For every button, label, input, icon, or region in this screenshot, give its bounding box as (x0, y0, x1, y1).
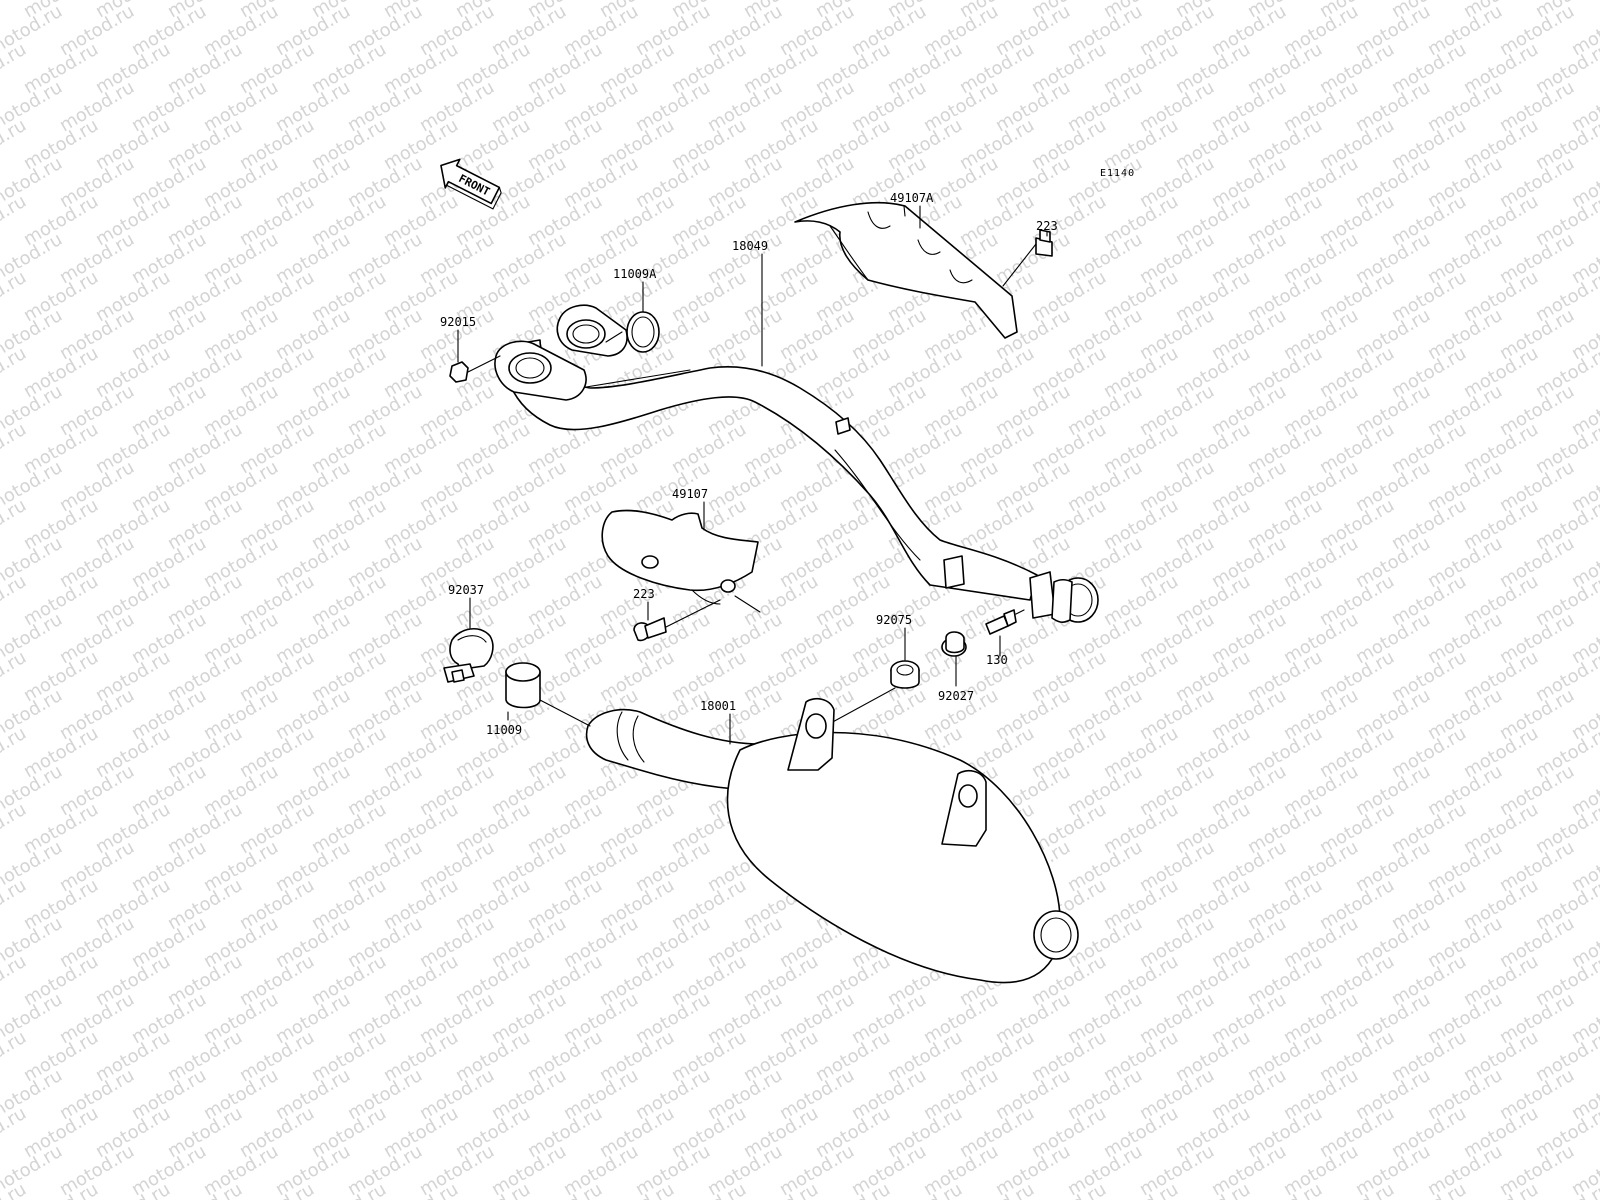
collar-92027 (941, 631, 967, 657)
heat-guard-49107 (601, 509, 759, 605)
label-18049: 18049 (732, 239, 768, 253)
label-223-mid: 223 (633, 587, 655, 601)
label-49107: 49107 (672, 487, 708, 501)
label-92037: 92037 (448, 583, 484, 597)
label-92015: 92015 (440, 315, 476, 329)
front-arrow-shadow (446, 184, 502, 210)
muffler-18001 (539, 697, 1079, 984)
nut-92015 (449, 355, 501, 383)
label-11009A: 11009A (613, 267, 657, 281)
label-130: 130 (986, 653, 1008, 667)
grommet-92075 (817, 660, 920, 731)
label-92075: 92075 (876, 613, 912, 627)
bolt-223-mid (633, 595, 761, 642)
sleeve-11009 (505, 662, 541, 709)
front-arrow-icon (440, 158, 501, 205)
heat-guard-49107A (794, 201, 1018, 339)
label-223-top: 223 (1036, 219, 1058, 233)
gasket-11009A (626, 311, 660, 353)
diagram-code: E1140 (1100, 168, 1135, 179)
callout-lines (457, 205, 1048, 745)
clamp-92037 (443, 628, 494, 683)
exhaust-pipe-18049 (494, 304, 1099, 623)
label-92027: 92027 (938, 689, 974, 703)
label-11009: 11009 (486, 723, 522, 737)
label-49107A: 49107A (890, 191, 934, 205)
label-18001: 18001 (700, 699, 736, 713)
bolt-130 (985, 609, 1025, 635)
